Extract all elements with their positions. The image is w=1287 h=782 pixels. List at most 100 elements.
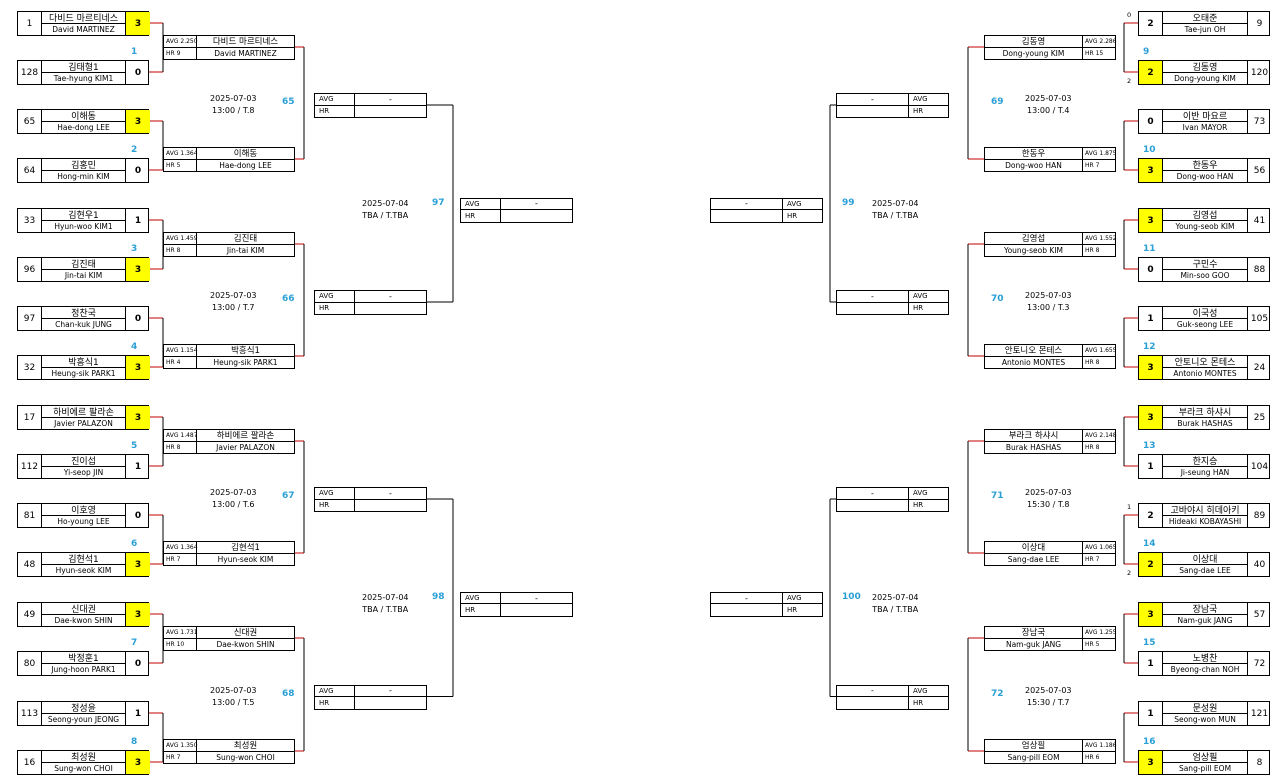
avg-value: - bbox=[355, 686, 426, 697]
player-avg: AVG 1.065 bbox=[1082, 542, 1117, 554]
player-name-en: Ji-seung HAN bbox=[1180, 467, 1230, 477]
avg-label: AVG bbox=[782, 198, 822, 210]
hr-value bbox=[355, 697, 426, 709]
player-avg: AVG 1.364 bbox=[164, 148, 198, 160]
player-name-ko: 안토니오 몬테스 bbox=[985, 345, 1082, 357]
player-name-en: Tae-jun OH bbox=[1184, 24, 1226, 34]
avg-value: - bbox=[711, 593, 782, 605]
avg-value: - bbox=[837, 291, 908, 303]
round3-player-box[interactable]: AVG-HR bbox=[314, 93, 427, 118]
round3-player-box[interactable]: AVG-HR bbox=[314, 290, 427, 315]
player-name-ko: 김동영 bbox=[1163, 61, 1247, 73]
avg-value: - bbox=[837, 686, 908, 697]
player-name-en: Sung-won CHOI bbox=[54, 763, 113, 773]
match-time-table: 13:00 / T.7 bbox=[212, 303, 255, 312]
match-date: 2025-07-03 bbox=[1025, 685, 1072, 695]
round3-player-box[interactable]: AVG-HR bbox=[314, 487, 427, 512]
player-name-en: Burak HASHAS bbox=[1177, 418, 1233, 428]
match-number: 69 bbox=[991, 97, 1004, 107]
player-avg: AVG 2.286 bbox=[1082, 36, 1117, 48]
seed-number: 113 bbox=[18, 702, 42, 725]
player-name-en: Hae-dong LEE bbox=[219, 160, 272, 170]
match-number: 10 bbox=[1143, 144, 1156, 155]
match-score: 3 bbox=[1139, 603, 1163, 626]
match-number: 7 bbox=[131, 637, 138, 648]
round3-player-box[interactable]: AVG-HR bbox=[460, 591, 573, 617]
player-name-ko: 하비에르 팔라손 bbox=[42, 406, 125, 418]
player-name-ko: 구민수 bbox=[1163, 258, 1247, 270]
match-score: 0 bbox=[134, 313, 142, 324]
hr-label: HR bbox=[908, 105, 948, 117]
seed-number: 9 bbox=[1247, 12, 1271, 35]
hr-value bbox=[355, 106, 426, 118]
match-time-table: 15:30 / T.8 bbox=[1027, 500, 1070, 509]
round3-player-box[interactable]: AVG-HR bbox=[460, 197, 573, 223]
round3-player-box[interactable]: AVG-HR bbox=[314, 684, 427, 710]
player-name-ko: 김영섭 bbox=[985, 233, 1082, 245]
player-name-en: Ivan MAYOR bbox=[1182, 122, 1228, 132]
match-number: 9 bbox=[1143, 46, 1150, 57]
avg-value: - bbox=[355, 291, 426, 303]
player-name-ko: 김홍민 bbox=[42, 159, 125, 171]
avg-label: AVG bbox=[315, 685, 355, 697]
